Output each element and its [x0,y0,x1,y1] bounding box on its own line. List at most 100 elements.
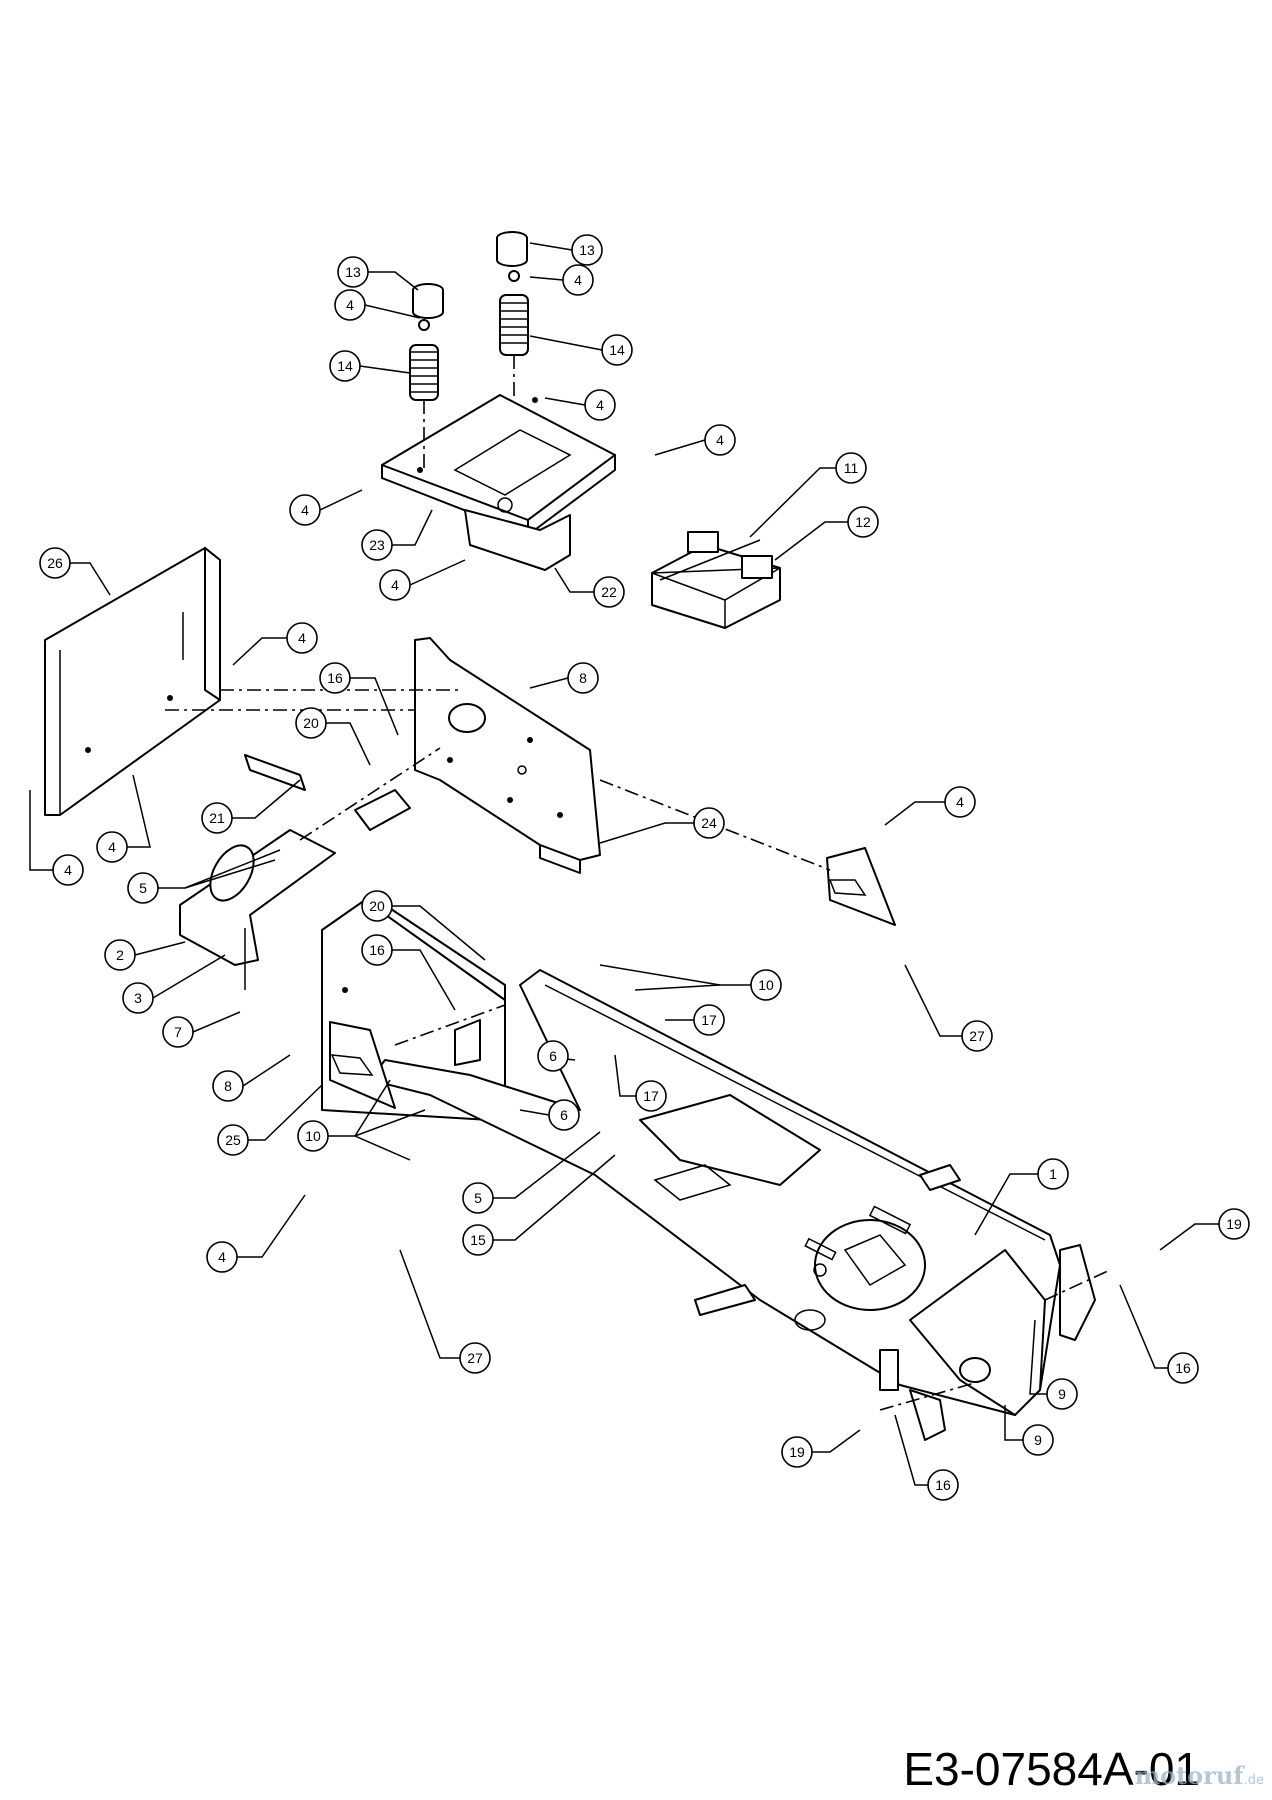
callout-number: 4 [108,839,116,855]
callout-4-j: 4 [884,786,976,826]
callout-11: 11 [749,452,867,538]
callout-number: 4 [716,432,724,448]
callout-number: 17 [643,1088,659,1104]
callout-number: 21 [209,810,225,826]
callout-4-h: 4 [96,774,151,863]
callout-8-b: 8 [212,1054,291,1102]
callout-number: 4 [346,297,354,313]
callout-number: 10 [305,1128,321,1144]
callout-number: 4 [596,397,604,413]
callout-22: 22 [554,567,625,608]
callout-7: 7 [162,1011,241,1048]
callout-number: 20 [369,898,385,914]
callout-16-a: 16 [319,662,399,736]
callout-number: 19 [1226,1216,1242,1232]
callout-number: 25 [225,1132,241,1148]
callout-number: 4 [64,862,72,878]
callout-4-k: 4 [206,1194,306,1273]
mount-plates-drawing [329,847,896,1109]
callout-number: 27 [467,1350,483,1366]
callout-number: 23 [369,537,385,553]
callout-number: 6 [560,1107,568,1123]
callout-number: 16 [935,1477,951,1493]
callout-17-b: 17 [614,1054,667,1112]
callout-number: 13 [345,264,361,280]
callout-number: 14 [609,342,625,358]
callout-number: 5 [139,880,147,896]
callout-2: 2 [104,939,186,971]
pedal-bracket-drawing [179,829,336,990]
callout-4-f: 4 [379,559,466,601]
callout-number: 22 [601,584,617,600]
callout-26: 26 [39,547,111,596]
callout-number: 4 [574,272,582,288]
callout-number: 12 [855,514,871,530]
callout-number: 24 [701,815,717,831]
side-panel-drawing [44,547,221,816]
callout-number: 26 [47,555,63,571]
callout-17-a: 17 [665,1004,725,1036]
callout-number: 4 [298,630,306,646]
callout-number: 4 [301,502,309,518]
callout-5-b: 5 [462,1131,601,1214]
callout-4-i: 4 [29,790,84,886]
callout-number: 8 [224,1078,232,1094]
callout-number: 17 [701,1012,717,1028]
callout-20-a: 20 [295,707,371,766]
callout-number: 16 [1175,1360,1191,1376]
watermark-brand: motoruf [1134,1761,1244,1790]
callout-27-b: 27 [399,1249,491,1374]
callout-number: 16 [327,670,343,686]
callout-4-b: 4 [334,289,421,321]
main-frame-drawing [369,969,1096,1441]
callout-number: 15 [470,1232,486,1248]
callout-19-b: 19 [781,1429,861,1468]
callout-24: 24 [599,807,725,844]
callout-number: 2 [116,947,124,963]
callout-12: 12 [774,506,879,561]
callout-20-b: 20 [361,890,486,961]
callout-19-a: 19 [1159,1208,1250,1251]
callout-14-a: 14 [329,350,411,382]
callout-number: 16 [369,942,385,958]
callout-14-b: 14 [529,334,633,366]
callout-10-b: 10 [297,1079,426,1161]
callout-6-a: 6 [537,1040,576,1072]
callout-number: 5 [474,1190,482,1206]
callout-21: 21 [201,779,301,834]
callout-5-a: 5 [127,849,281,904]
callout-number: 3 [134,990,142,1006]
callout-16-b: 16 [361,934,456,1011]
callout-9-b: 9 [1004,1405,1054,1456]
callout-number: 7 [174,1024,182,1040]
hinge-drawing [354,789,411,831]
callout-3: 3 [122,954,226,1014]
watermark-logo: motoruf.de [1135,1761,1264,1790]
callout-16-c: 16 [1119,1284,1199,1384]
callout-number: 4 [391,577,399,593]
document-code: E3-07584A-01 [903,1743,1200,1795]
callout-number: 14 [337,358,353,374]
callout-number: 4 [218,1249,226,1265]
callout-9-a: 9 [1029,1319,1078,1410]
callout-4-d: 4 [654,424,736,456]
callout-number: 6 [549,1048,557,1064]
callout-10-a: 10 [599,964,782,1001]
callout-13-a: 13 [337,256,419,291]
callout-4-g: 4 [232,622,318,666]
callout-number: 19 [789,1444,805,1460]
watermark-domain: .de [1243,1773,1264,1788]
callout-number: 9 [1058,1386,1066,1402]
alignment-lines [165,689,1111,1411]
callout-number: 4 [956,794,964,810]
callout-8-a: 8 [529,662,599,694]
callout-1: 1 [974,1158,1069,1236]
callout-23: 23 [361,509,433,561]
callout-25: 25 [217,1084,323,1156]
callout-6-b: 6 [519,1099,580,1131]
callout-27-a: 27 [904,964,993,1052]
callout-number: 10 [758,977,774,993]
seat-pan-drawing [381,394,616,571]
callout-13-b: 13 [529,234,603,266]
